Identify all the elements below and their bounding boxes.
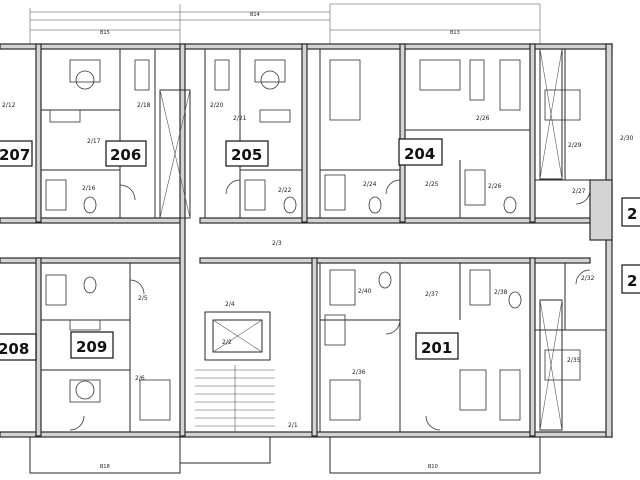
room-label: 2/27 [572, 188, 586, 195]
apartment-tag-2-upper: 2 [621, 197, 640, 227]
furniture [45, 59, 581, 421]
apartment-number: 2 [627, 205, 637, 223]
apartment-number: 201 [421, 339, 452, 357]
room-label: 2/26 [476, 115, 490, 122]
room-labels: 2/12 2/17 2/18 2/20 2/21 2/26 2/29 2/30 … [2, 102, 634, 429]
room-label: 2/35 [567, 357, 581, 364]
apartment-number: 204 [404, 145, 435, 163]
room-label: 2/32 [581, 275, 595, 282]
exterior-walls [0, 43, 613, 438]
room-label: 2/30 [620, 135, 634, 142]
apartment-number: 205 [231, 146, 262, 164]
room-label: 2/16 [82, 185, 96, 192]
room-label: 2/4 [225, 301, 235, 308]
stair-core [159, 48, 563, 432]
dimension-label: B13 [450, 30, 460, 36]
room-label: 2/40 [358, 288, 372, 295]
room-label: 2/37 [425, 291, 439, 298]
room-label: 2/17 [87, 138, 101, 145]
room-label: 2/26 [488, 183, 502, 190]
apartment-tag-201: 201 [415, 332, 459, 360]
room-label: 2/24 [363, 181, 377, 188]
apartment-number: 206 [110, 146, 141, 164]
room-label: 2/20 [210, 102, 224, 109]
apartment-tag-206: 206 [105, 140, 147, 167]
room-label: 2/12 [2, 102, 16, 109]
room-label: 2/21 [233, 115, 247, 122]
apartment-tag-205: 205 [225, 140, 269, 167]
room-label: 2/5 [138, 295, 148, 302]
apartment-tag-208: 208 [0, 333, 37, 361]
dimension-label: B14 [250, 12, 260, 18]
door-swings [69, 179, 591, 431]
apartment-number: 209 [76, 338, 107, 356]
room-label: 2/29 [568, 142, 582, 149]
balconies [29, 436, 541, 474]
room-label: 2/6 [135, 375, 145, 382]
room-label: 2/25 [425, 181, 439, 188]
apartment-tag-2-lower: 2 [621, 264, 640, 294]
dimension-label: B18 [100, 464, 110, 470]
apartment-number: 2 [627, 272, 637, 290]
room-label: 2/1 [288, 422, 298, 429]
apartment-tag-209: 209 [70, 331, 114, 359]
room-label: 2/38 [494, 289, 508, 296]
dimension-label: B15 [100, 30, 110, 36]
room-label: 2/2 [222, 339, 232, 346]
top-dimension-lines [29, 3, 541, 44]
apartment-tag-204: 204 [398, 138, 443, 166]
apartment-number: 208 [0, 340, 29, 358]
apartment-tag-207: 207 [0, 140, 33, 167]
dimension-label: B10 [428, 464, 438, 470]
apartment-number: 207 [0, 146, 30, 164]
room-label: 2/3 [272, 240, 282, 247]
interior-partitions-top [41, 49, 606, 218]
room-label: 2/36 [352, 369, 366, 376]
room-label: 2/18 [137, 102, 151, 109]
room-label: 2/22 [278, 187, 292, 194]
interior-partitions-bottom [41, 263, 606, 432]
